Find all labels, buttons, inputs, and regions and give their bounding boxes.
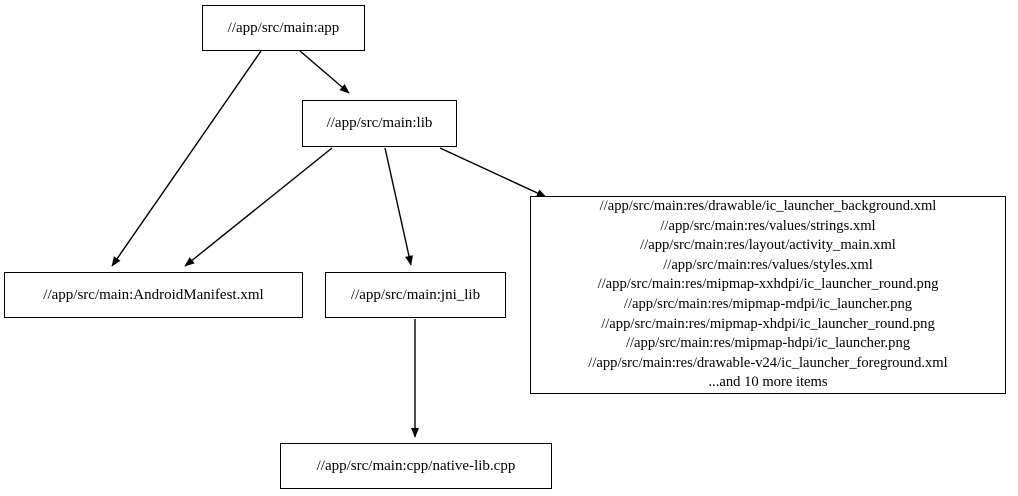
- node-label: //app/src/main:lib: [326, 115, 433, 131]
- node-label: //app/src/main:cpp/native-lib.cpp: [316, 457, 516, 474]
- node-app-src-main-res-bundle[interactable]: //app/src/main:res/drawable/ic_launcher_…: [530, 196, 1006, 394]
- edge-lib-to-manifest: [184, 147, 333, 267]
- node-app-src-main-androidmanifest-xml[interactable]: //app/src/main:AndroidManifest.xml: [4, 272, 303, 318]
- edge-lib-to-res: [439, 147, 547, 198]
- edge-app-to-manifest: [111, 50, 262, 267]
- node-app-src-main-lib[interactable]: //app/src/main:lib: [302, 100, 457, 147]
- node-label: //app/src/main:jni_lib: [350, 286, 481, 303]
- node-label: //app/src/main:res/drawable/ic_launcher_…: [588, 198, 948, 391]
- node-app-src-main-app[interactable]: //app/src/main:app: [202, 5, 365, 51]
- node-label: //app/src/main:app: [227, 19, 340, 36]
- node-app-src-main-jni-lib[interactable]: //app/src/main:jni_lib: [325, 272, 506, 318]
- edge-app-to-lib: [299, 50, 350, 94]
- edge-lib-to-jni-lib: [384, 147, 413, 266]
- node-label: //app/src/main:AndroidManifest.xml: [43, 286, 264, 303]
- node-app-src-main-cpp-native-lib-cpp[interactable]: //app/src/main:cpp/native-lib.cpp: [280, 443, 552, 489]
